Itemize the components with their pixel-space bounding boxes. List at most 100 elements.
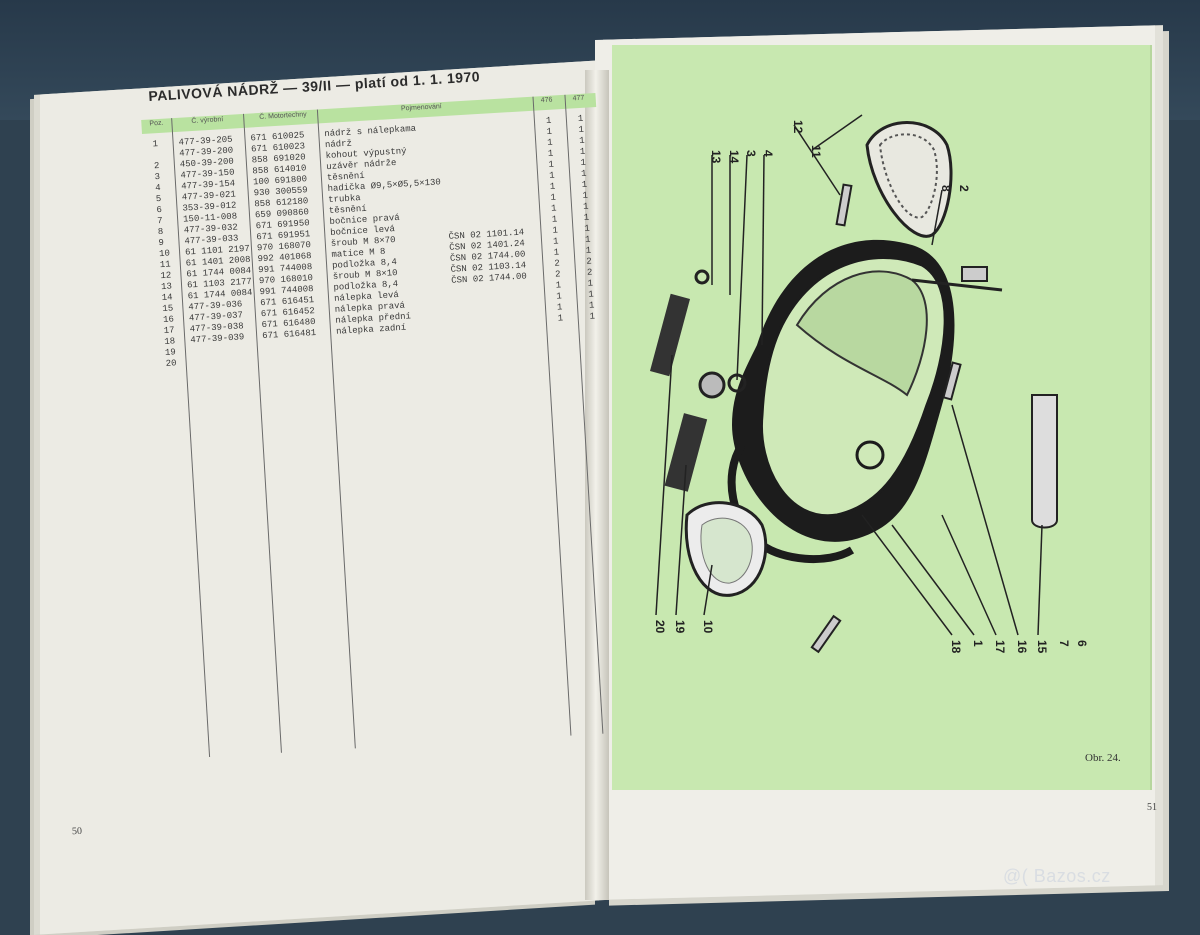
cell-pos: 9 xyxy=(158,237,165,249)
cell-pos: 16 xyxy=(162,314,175,326)
cell-a: 1 xyxy=(555,280,562,291)
cell-pos: 14 xyxy=(161,292,173,304)
callout-label: 3 xyxy=(744,150,758,157)
cell-pos: 6 xyxy=(156,204,163,216)
cell-b: 1 xyxy=(585,245,592,256)
leader-lines xyxy=(655,114,1043,636)
page-number-right: 51 xyxy=(1147,802,1157,813)
filler-cap xyxy=(698,371,726,399)
cell-a: 2 xyxy=(554,258,561,269)
callout-label: 1 xyxy=(971,640,985,647)
book-gutter xyxy=(585,70,609,900)
cell-name: nádrž s nálepkama xyxy=(324,123,417,140)
bolt xyxy=(942,361,962,401)
cell-b: 1 xyxy=(577,113,584,125)
table-row: 20 xyxy=(155,358,176,369)
callout-label: 12 xyxy=(791,120,805,134)
cell-b: 1 xyxy=(581,179,588,190)
cell-vyr: 477-39-039 xyxy=(190,332,245,346)
callout-label: 16 xyxy=(1015,640,1029,654)
cell-pos: 4 xyxy=(154,182,161,194)
watermark: @( Bazos.cz xyxy=(1003,866,1111,886)
cell-pos: 2 xyxy=(153,160,160,172)
cell-name: nádrž xyxy=(324,138,353,151)
cell-b: 1 xyxy=(588,289,595,300)
cell-pos: 3 xyxy=(154,171,161,183)
cell-a: 2 xyxy=(554,269,561,280)
cell-a: 1 xyxy=(548,159,555,170)
open-book: PALIVOVÁ NÁDRŽ — 39/II — platí od 1. 1. … xyxy=(40,25,1157,935)
cell-b: 1 xyxy=(580,168,587,179)
cell-pos: 10 xyxy=(158,248,171,260)
callout-label: 11 xyxy=(809,145,823,158)
cell-a: 1 xyxy=(557,313,564,324)
cell-b: 1 xyxy=(587,278,594,289)
decal-right xyxy=(664,413,708,492)
bolt xyxy=(810,614,842,654)
fuel-petcock xyxy=(961,266,988,282)
cell-b: 1 xyxy=(579,146,586,157)
header-476: 476 xyxy=(540,96,553,105)
cell-b: 1 xyxy=(588,300,595,311)
cell-b: 1 xyxy=(584,223,591,234)
callout-label: 10 xyxy=(701,620,715,634)
cell-pos: 15 xyxy=(162,303,174,315)
cell-b: 1 xyxy=(584,234,591,245)
cell-b: 1 xyxy=(580,157,587,168)
knee-pad-bottom xyxy=(684,501,768,597)
header-477: 477 xyxy=(572,94,585,103)
cell-pos: 11 xyxy=(159,259,171,271)
cell-a: 1 xyxy=(552,236,559,247)
callout-label: 17 xyxy=(993,640,1007,654)
callout-label: 14 xyxy=(727,150,741,164)
cell-a: 1 xyxy=(545,115,552,126)
callout-label: 4 xyxy=(761,150,775,157)
cell-a: 1 xyxy=(556,291,563,302)
cell-b: 1 xyxy=(578,135,585,147)
cell-pos: 5 xyxy=(155,193,162,205)
header-pojmenovani: Pojmenování xyxy=(400,103,442,113)
cell-b: 1 xyxy=(589,311,596,322)
callout-label: 13 xyxy=(709,150,723,164)
callout-label: 19 xyxy=(673,620,687,634)
cell-b: 2 xyxy=(586,267,593,278)
cell-a: 1 xyxy=(546,137,553,148)
cell-name: trubka xyxy=(327,193,361,206)
side-tube xyxy=(1031,394,1058,529)
cell-pos: 1 xyxy=(152,139,159,150)
cell-b: 1 xyxy=(578,124,585,136)
cell-a: 1 xyxy=(550,203,557,214)
cell-pos: 8 xyxy=(157,226,164,238)
cell-a: 1 xyxy=(546,126,553,137)
knee-pad-top xyxy=(865,121,953,238)
cell-pos: 12 xyxy=(160,270,172,282)
cell-b: 1 xyxy=(582,201,589,212)
callout-label: 15 xyxy=(1035,640,1049,654)
cell-mot: 671 616481 xyxy=(261,327,317,342)
cell-a: 1 xyxy=(556,302,563,313)
header-pos: Poz. xyxy=(149,119,164,128)
cell-pos: 19 xyxy=(164,347,177,358)
cell-a: 1 xyxy=(550,192,557,203)
callout-label: 20 xyxy=(653,620,667,634)
cell-b: 2 xyxy=(586,256,593,267)
callout-label: 2 xyxy=(957,185,971,192)
bolt xyxy=(835,183,853,227)
cell-pos: 20 xyxy=(165,358,177,369)
cell-pos: 17 xyxy=(163,325,175,336)
